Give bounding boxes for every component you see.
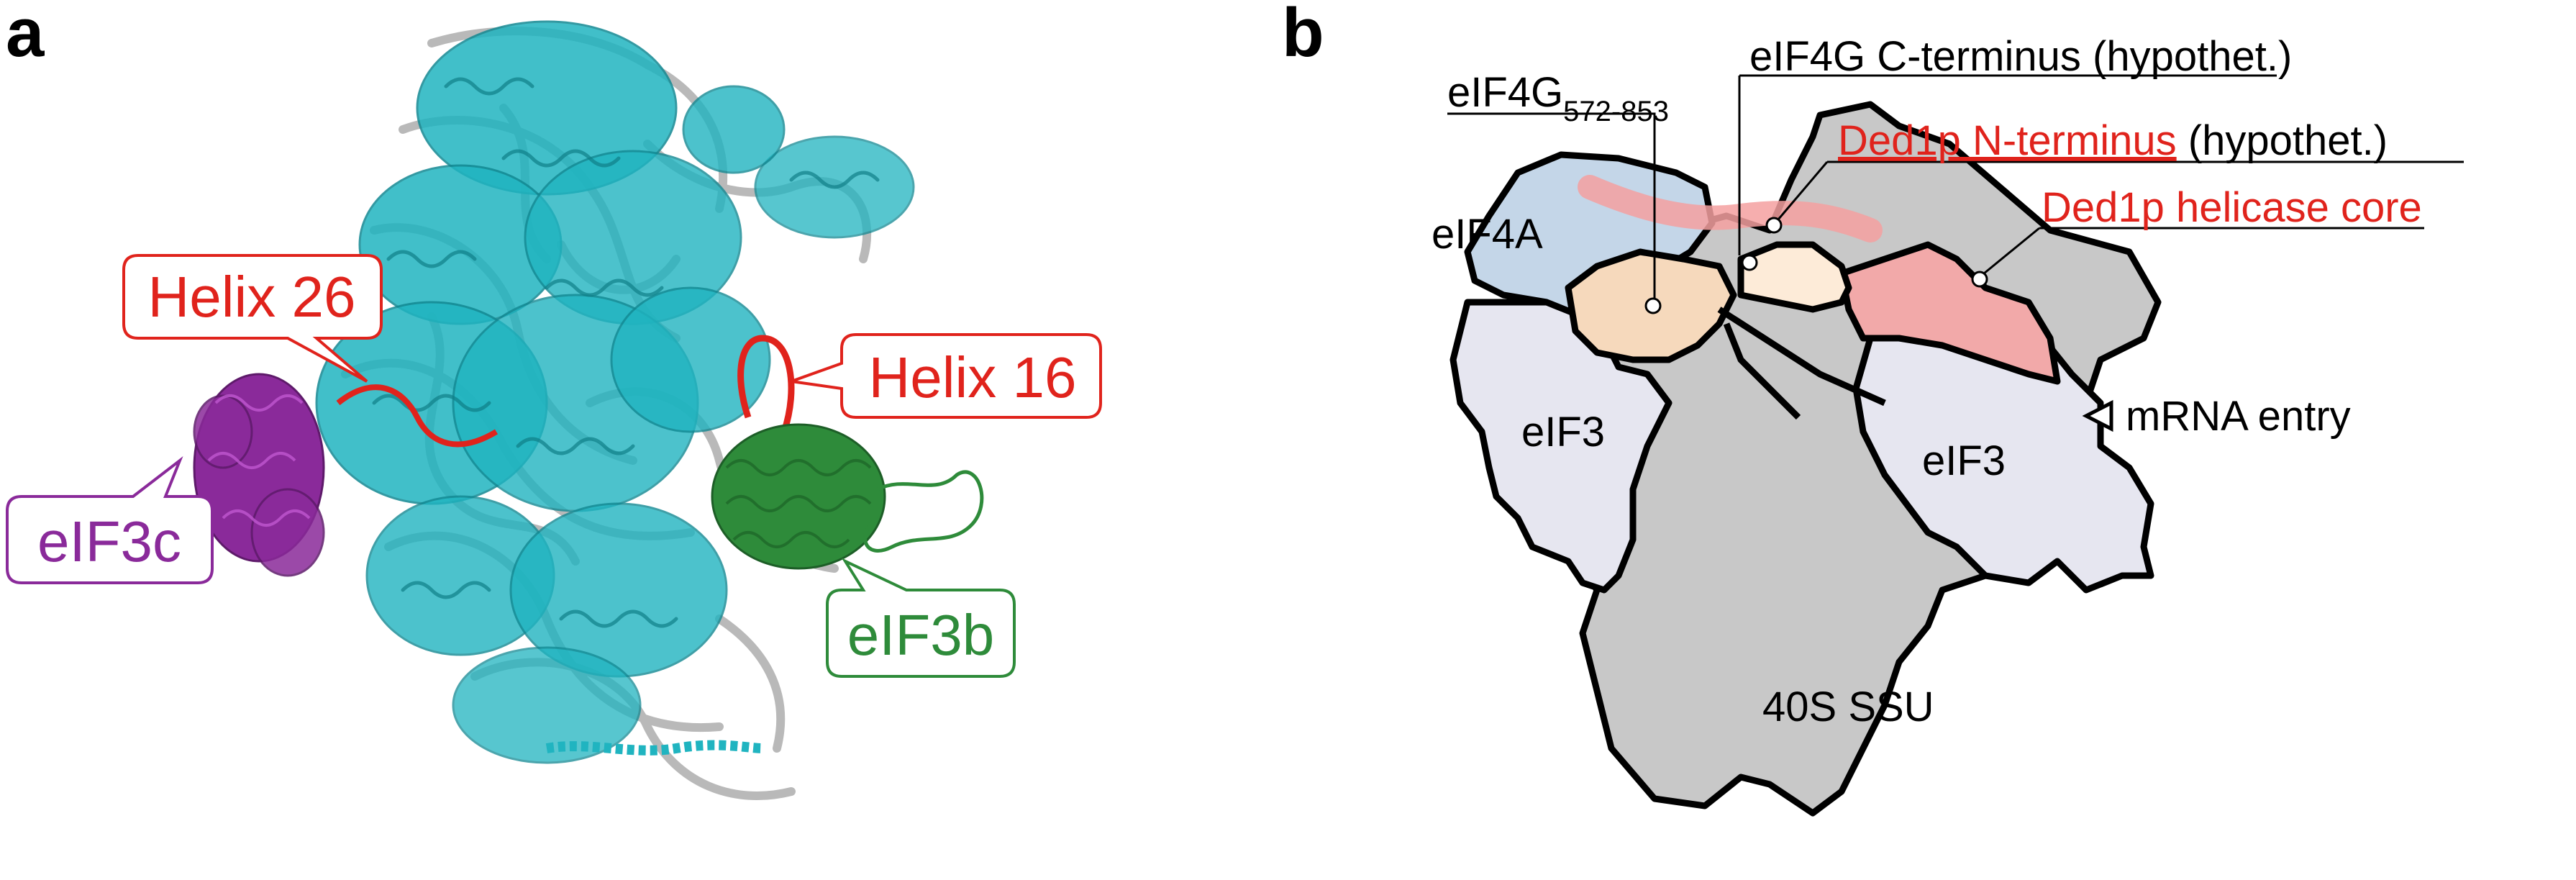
callout-eif3b: eIF3b: [826, 558, 1016, 678]
label-eif3-left: eIF3: [1521, 409, 1605, 455]
marker-ded1p-core: [1971, 271, 1988, 288]
ded1p-core-shape: [1838, 241, 2061, 385]
bottom-helix: [545, 740, 763, 756]
marker-cterm: [1741, 254, 1758, 271]
callout-helix16: Helix 16: [791, 333, 1102, 419]
callout-helix26: Helix 26: [122, 254, 383, 383]
ribosomal-proteins: [315, 20, 915, 764]
mrna-entry-arrow: [2082, 399, 2113, 432]
label-helix16: Helix 16: [868, 345, 1076, 409]
marker-ded1p-nterm: [1765, 217, 1783, 234]
ribosome-structure: [193, 20, 984, 800]
label-eif3-right: eIF3: [1922, 437, 2006, 484]
label-eif4a: eIF4A: [1432, 211, 1543, 258]
label-ded1p-core: Ded1p helicase core: [2042, 184, 2422, 231]
label-eif4g-sub: 572-853: [1563, 96, 1669, 127]
label-ded1p-nterm-main: Ded1p N-terminus: [1838, 117, 2177, 164]
label-eif3b: eIF3b: [847, 603, 995, 667]
ded1p-nterm-band: [1578, 175, 1883, 242]
label-helix26: Helix 26: [147, 265, 355, 329]
callout-eif3c: eIF3c: [6, 455, 214, 584]
label-ded1p-nterm-suffix: (hypothet.): [2177, 117, 2388, 164]
panel-b-letter: b: [1282, 0, 1324, 71]
marker-eif4g: [1644, 297, 1662, 314]
label-eif4g-cterm: eIF4G C-terminus (hypothet.): [1749, 33, 2292, 80]
eif3-right-shape: [1852, 313, 2154, 594]
label-ssu: 40S SSU: [1762, 684, 1934, 730]
helix26-structure: [336, 384, 499, 448]
panel-a-letter: a: [6, 0, 45, 71]
label-eif4g-base: eIF4G: [1447, 69, 1563, 116]
label-ded1p-nterm: Ded1p N-terminus (hypothet.): [1838, 117, 2388, 164]
schematic: [1449, 101, 2162, 817]
leader-lines: [1447, 74, 2464, 299]
label-eif4g: eIF4G572-853: [1447, 69, 1669, 127]
cterm-shape: [1737, 241, 1852, 313]
label-eif3c: eIF3c: [37, 509, 181, 573]
label-mrna-entry: mRNA entry: [2126, 393, 2351, 440]
